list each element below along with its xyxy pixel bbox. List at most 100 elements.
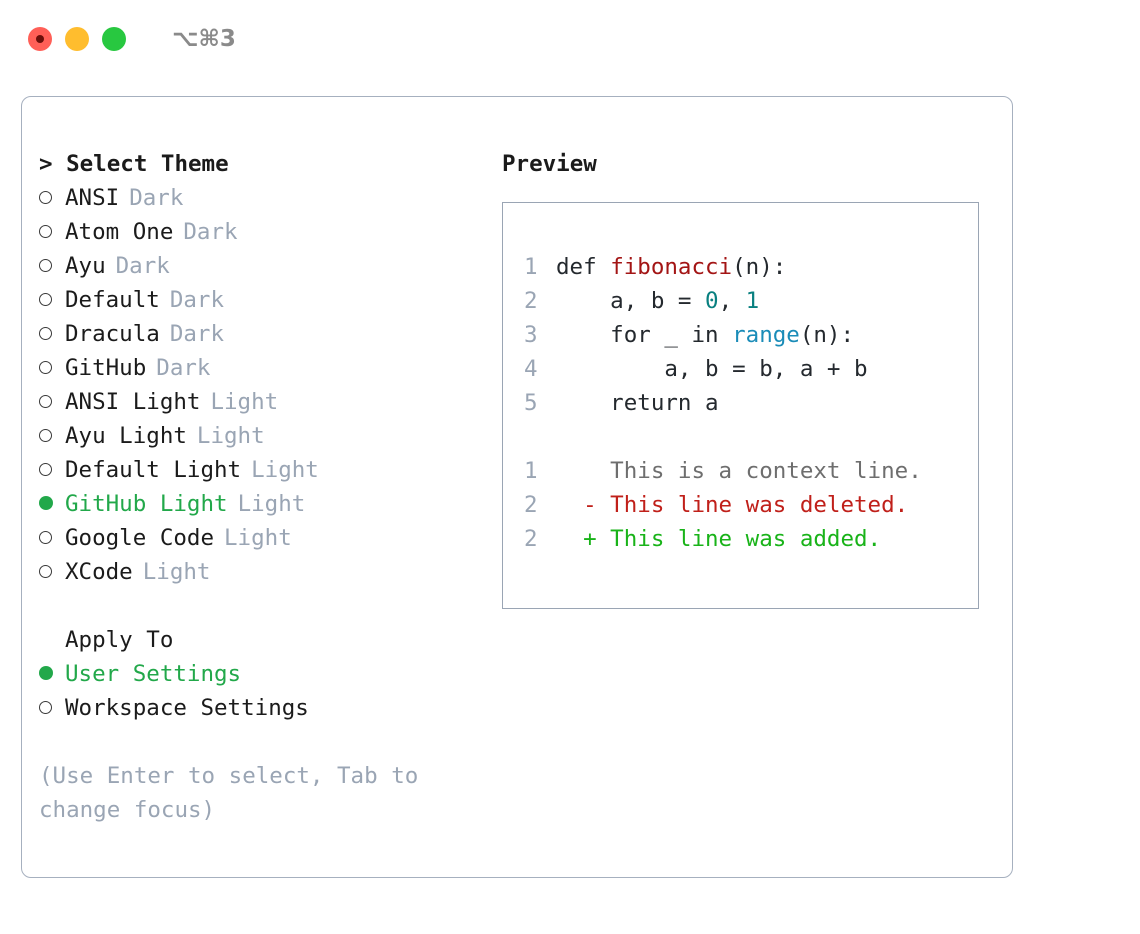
diff-line-text: This is a context line. xyxy=(556,458,922,484)
code-token-plain: , xyxy=(718,288,746,314)
theme-item-default[interactable]: Default Dark xyxy=(39,283,502,317)
theme-item-default-light[interactable]: Default Light Light xyxy=(39,453,502,487)
code-line-number: 2 xyxy=(524,288,538,314)
option-tag: Dark xyxy=(169,321,225,347)
diff-line: 1 This is a context line. xyxy=(524,454,978,488)
code-line-text: for _ in range(n): xyxy=(556,318,854,352)
code-line: 4 a, b = b, a + b xyxy=(524,352,978,386)
select-theme-heading: > Select Theme xyxy=(39,151,229,177)
radio-unselected-icon xyxy=(39,259,65,272)
diff-line-number: 2 xyxy=(524,492,538,518)
theme-item-google-code[interactable]: Google Code Light xyxy=(39,521,502,555)
window-controls xyxy=(28,27,126,51)
option-label: XCode xyxy=(65,559,133,585)
apply-to-item-user-settings[interactable]: User Settings xyxy=(39,657,502,691)
code-token-plain: (n): xyxy=(732,254,787,280)
option-label: ANSI Light xyxy=(65,389,201,415)
theme-item-atom-one[interactable]: Atom One Dark xyxy=(39,215,502,249)
theme-item-github-light[interactable]: GitHub Light Light xyxy=(39,487,502,521)
code-line: 2 a, b = 0, 1 xyxy=(524,284,978,318)
code-line-number: 1 xyxy=(524,254,538,280)
option-tag: Light xyxy=(224,525,292,551)
option-tag: Dark xyxy=(129,185,184,211)
option-label: Google Code xyxy=(65,525,215,551)
code-token-num: 0 xyxy=(705,288,719,314)
code-token-plain: for _ in xyxy=(556,322,733,348)
radio-unselected-icon xyxy=(39,565,65,578)
radio-unselected-icon xyxy=(39,225,65,238)
option-label: User Settings xyxy=(65,661,242,687)
diff-line: 2 + This line was added. xyxy=(524,522,978,556)
option-tag: Dark xyxy=(115,253,170,279)
option-label: Atom One xyxy=(65,219,174,245)
keybinding-label: ⌥⌘3 xyxy=(172,26,236,52)
option-label: Workspace Settings xyxy=(65,695,309,721)
option-tag: Dark xyxy=(156,355,211,381)
preview-heading: Preview xyxy=(502,151,597,177)
diff-sample: 1 This is a context line.2 - This line w… xyxy=(524,454,978,556)
minimize-button[interactable] xyxy=(65,27,89,51)
option-tag: Light xyxy=(196,423,265,449)
code-token-fn: fibonacci xyxy=(610,254,733,280)
radio-unselected-icon xyxy=(39,327,65,340)
option-tag: Light xyxy=(251,457,319,483)
radio-selected-icon xyxy=(39,666,65,680)
option-label: GitHub Light xyxy=(65,491,228,517)
diff-line-number: 2 xyxy=(524,526,538,552)
code-line-number: 3 xyxy=(524,322,538,348)
radio-unselected-icon xyxy=(39,395,65,408)
diff-line-number: 1 xyxy=(524,458,538,484)
list-spacer xyxy=(39,589,502,623)
title-bar: ⌥⌘3 xyxy=(0,0,1140,78)
code-line-number: 5 xyxy=(524,390,538,416)
code-token-plain: a, b = xyxy=(556,288,706,314)
help-text: (Use Enter to select, Tab to change focu… xyxy=(39,763,432,823)
radio-unselected-icon xyxy=(39,361,65,374)
option-tag: Light xyxy=(142,559,211,585)
radio-unselected-icon xyxy=(39,463,65,476)
code-token-plain: def xyxy=(556,254,611,280)
code-line: 3 for _ in range(n): xyxy=(524,318,978,352)
theme-item-ayu[interactable]: Ayu Dark xyxy=(39,249,502,283)
option-tag: Dark xyxy=(183,219,238,245)
radio-unselected-icon xyxy=(39,429,65,442)
apply-to-item-workspace-settings[interactable]: Workspace Settings xyxy=(39,691,502,725)
code-token-num: 1 xyxy=(745,288,760,314)
code-line-text: def fibonacci(n): xyxy=(556,250,786,284)
theme-item-xcode[interactable]: XCode Light xyxy=(39,555,502,589)
code-token-plain: a, b = b, a + b xyxy=(556,356,868,382)
radio-unselected-icon xyxy=(39,531,65,544)
option-label: Default Light xyxy=(65,457,242,483)
code-token-plain: (n): xyxy=(799,322,855,348)
option-label: Default xyxy=(65,287,160,313)
diff-line-text: - This line was deleted. xyxy=(556,492,909,518)
code-line-text: a, b = 0, 1 xyxy=(556,284,759,318)
close-icon xyxy=(36,35,44,43)
apply-to-heading: Apply To xyxy=(65,627,174,653)
code-token-builtin: range xyxy=(732,322,800,348)
code-line-number: 4 xyxy=(524,356,538,382)
option-tag: Dark xyxy=(169,287,225,313)
code-line-text: return a xyxy=(556,386,718,420)
option-tag: Light xyxy=(237,491,306,517)
radio-unselected-icon xyxy=(39,293,65,306)
code-line: 5 return a xyxy=(524,386,978,420)
close-button[interactable] xyxy=(28,27,52,51)
diff-line: 2 - This line was deleted. xyxy=(524,488,978,522)
option-label: Ayu xyxy=(65,253,106,279)
maximize-button[interactable] xyxy=(102,27,126,51)
diff-line-text: + This line was added. xyxy=(556,526,882,552)
radio-unselected-icon xyxy=(39,701,65,714)
